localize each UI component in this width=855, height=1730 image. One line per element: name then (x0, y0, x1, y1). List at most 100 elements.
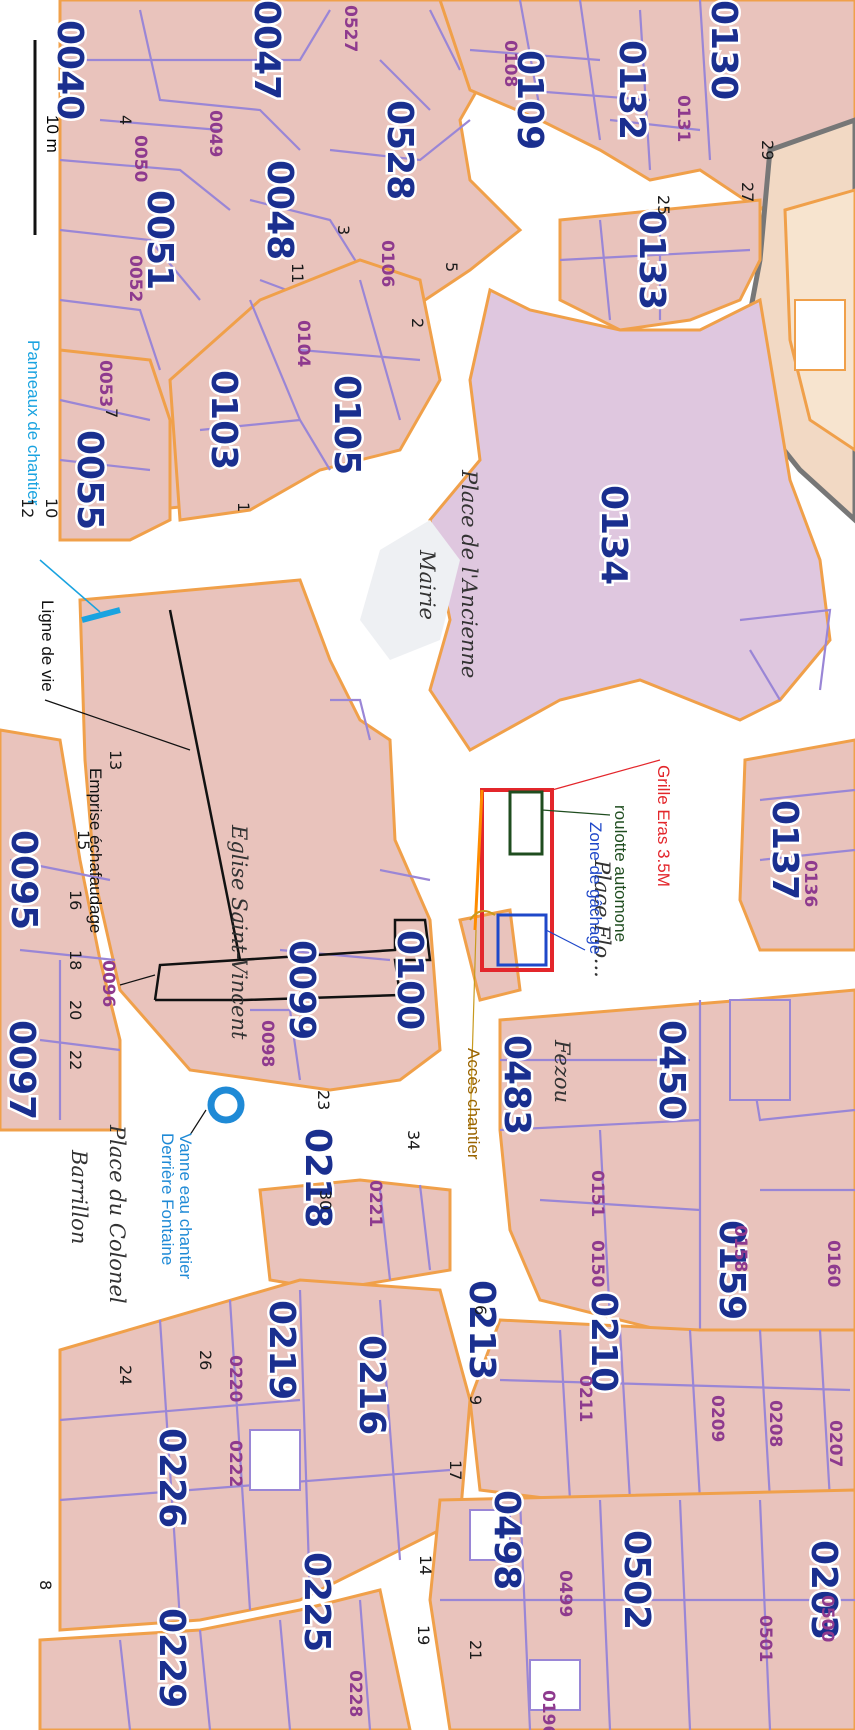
emprise-outline (153, 918, 432, 1002)
parcel-number-layer: 0040 0047 0109 0132 0130 0528 0048 0051 … (0, 0, 847, 1711)
parcel-number: 0047 (246, 0, 287, 100)
parcel-subnumber: 0050 (130, 135, 150, 182)
parcel-number: 0216 (351, 1335, 392, 1435)
parcel-subnumber: 0053 (95, 360, 115, 407)
parcel-number: 0213 (461, 1280, 502, 1380)
street-number: 24 (116, 1365, 135, 1385)
street-number: 2 (408, 318, 427, 328)
street-number: 1 (234, 502, 253, 512)
parcel-number: 0203 (803, 1540, 844, 1640)
parcel-subnumber: 0106 (377, 240, 397, 287)
street-number: 12 (18, 498, 37, 518)
parcel-subnumber: 0527 (340, 5, 360, 52)
street-number: 22 (66, 1050, 85, 1070)
ligne-de-vie-leader (44, 699, 191, 751)
parcel-block-0133 (558, 198, 762, 332)
square-ancienne-mairie (360, 520, 460, 660)
parcel-subnumber: 0131 (673, 95, 693, 142)
parcel-subnumber: 0211 (575, 1375, 595, 1422)
parcel-subnumber: 0228 (345, 1670, 365, 1717)
place-colonel-2: Barrillon (67, 1149, 91, 1244)
parcel-block-0095 (0, 728, 122, 1132)
street-number: 25 (654, 195, 673, 215)
panneaux-leader (39, 559, 101, 613)
street-number-layer: 4 29 27 25 3 11 2 1 5 7 10 12 13 15 16 1… (18, 115, 777, 1660)
street-number: 21 (466, 1640, 485, 1660)
parcel-number: 0219 (261, 1300, 302, 1400)
parcel-subnumber: 0096 (98, 960, 118, 1007)
parcel-subnumber: 0501 (755, 1615, 775, 1662)
parcel-number: 0159 (711, 1220, 752, 1320)
vanne-eau-marker (207, 1086, 245, 1124)
parcel-number: 0210 (583, 1292, 624, 1392)
parcel-number: 0100 (389, 930, 430, 1030)
street-number: 5 (442, 262, 461, 272)
parcel-number: 0218 (297, 1128, 338, 1228)
parcel-subnumber: 0196 (538, 1690, 558, 1730)
parcel-number: 0130 (703, 0, 744, 100)
parcel-number: 0226 (151, 1428, 192, 1528)
acces-leader (469, 929, 477, 1131)
parcel-number: 0097 (1, 1020, 42, 1120)
annot-vanne-2: Derrière Fontaine (158, 1133, 177, 1265)
street-number: 17 (446, 1460, 465, 1480)
street-number: 23 (314, 1090, 333, 1110)
parcel-block-0218 (258, 1178, 452, 1292)
parcel-number: 0048 (259, 160, 300, 260)
access-gate-arc (469, 910, 496, 921)
street-number: 6 (471, 1305, 490, 1315)
parcel-subnumber-layer: 0527 0106 0108 0131 0049 0050 0052 0053 … (95, 5, 845, 1730)
parcel-block-0055 (58, 348, 172, 542)
annot-roulotte: roulotte automone (611, 805, 630, 942)
parcel-block-0210-0213 (468, 1318, 855, 1512)
street-number: 20 (66, 1000, 85, 1020)
street-number: 34 (404, 1130, 423, 1150)
parcel-subnumber: 0160 (823, 1240, 843, 1287)
parcel-number: 0483 (496, 1035, 537, 1135)
street-number: 3 (334, 225, 353, 235)
parcel-block-0103-0105 (168, 258, 442, 522)
parcel-subnumber: 0208 (765, 1400, 785, 1447)
street-number: 14 (416, 1555, 435, 1575)
parcel-block-0216-0226 (58, 1278, 472, 1632)
parcel-number: 0229 (151, 1608, 192, 1708)
parcel-block-north-centre (438, 0, 855, 212)
place-ancienne-mairie-1: Place de l'Ancienne (457, 469, 481, 678)
place-ancienne-mairie-2: Mairie (415, 549, 439, 620)
street-number: 27 (738, 182, 757, 202)
parcel-number: 0450 (651, 1020, 692, 1120)
grille-eras-outline (480, 788, 554, 972)
parcel-number: 0099 (281, 940, 322, 1040)
parcel-subnumber: 0098 (257, 1020, 277, 1067)
annot-acces: Accès chantier (464, 1048, 483, 1160)
place-flo: Place Flo... (590, 859, 614, 978)
scale-label: 10 m (43, 115, 62, 153)
parcel-number: 0502 (616, 1530, 657, 1630)
grille-leader (551, 759, 661, 791)
parcel-subnumber: 0136 (800, 860, 820, 907)
parcel-0134-inner (739, 608, 832, 701)
zone-leader (545, 929, 586, 951)
roulotte-outline (508, 790, 544, 856)
ligne-de-vie-line (168, 609, 242, 961)
parcel-number: 0134 (593, 485, 634, 585)
street-number: 11 (288, 263, 307, 283)
parcel-subnumber: 0151 (587, 1170, 607, 1217)
street-number: 26 (196, 1350, 215, 1370)
parcel-number: 0132 (611, 40, 652, 140)
place-colonel-1: Place du Colonel (105, 1124, 129, 1304)
street-number: 18 (66, 950, 85, 970)
street-number: 30 (316, 1190, 335, 1210)
annot-zone: Zone de gâchage (586, 822, 605, 954)
annot-emprise: Emprise échafaudage (86, 768, 105, 933)
street-number: 4 (116, 115, 135, 125)
parcel-number: 0105 (326, 375, 367, 475)
parcel-subnumber: 0104 (293, 320, 313, 367)
parcel-number: 0528 (379, 100, 420, 200)
parcel-number: 0095 (3, 830, 44, 930)
street-number: 8 (36, 1580, 55, 1590)
parcel-number: 0225 (296, 1552, 337, 1652)
zone-gachage-outline (496, 913, 548, 967)
parcel-block-0498-0502 (428, 1488, 855, 1730)
roulotte-leader (541, 809, 611, 816)
